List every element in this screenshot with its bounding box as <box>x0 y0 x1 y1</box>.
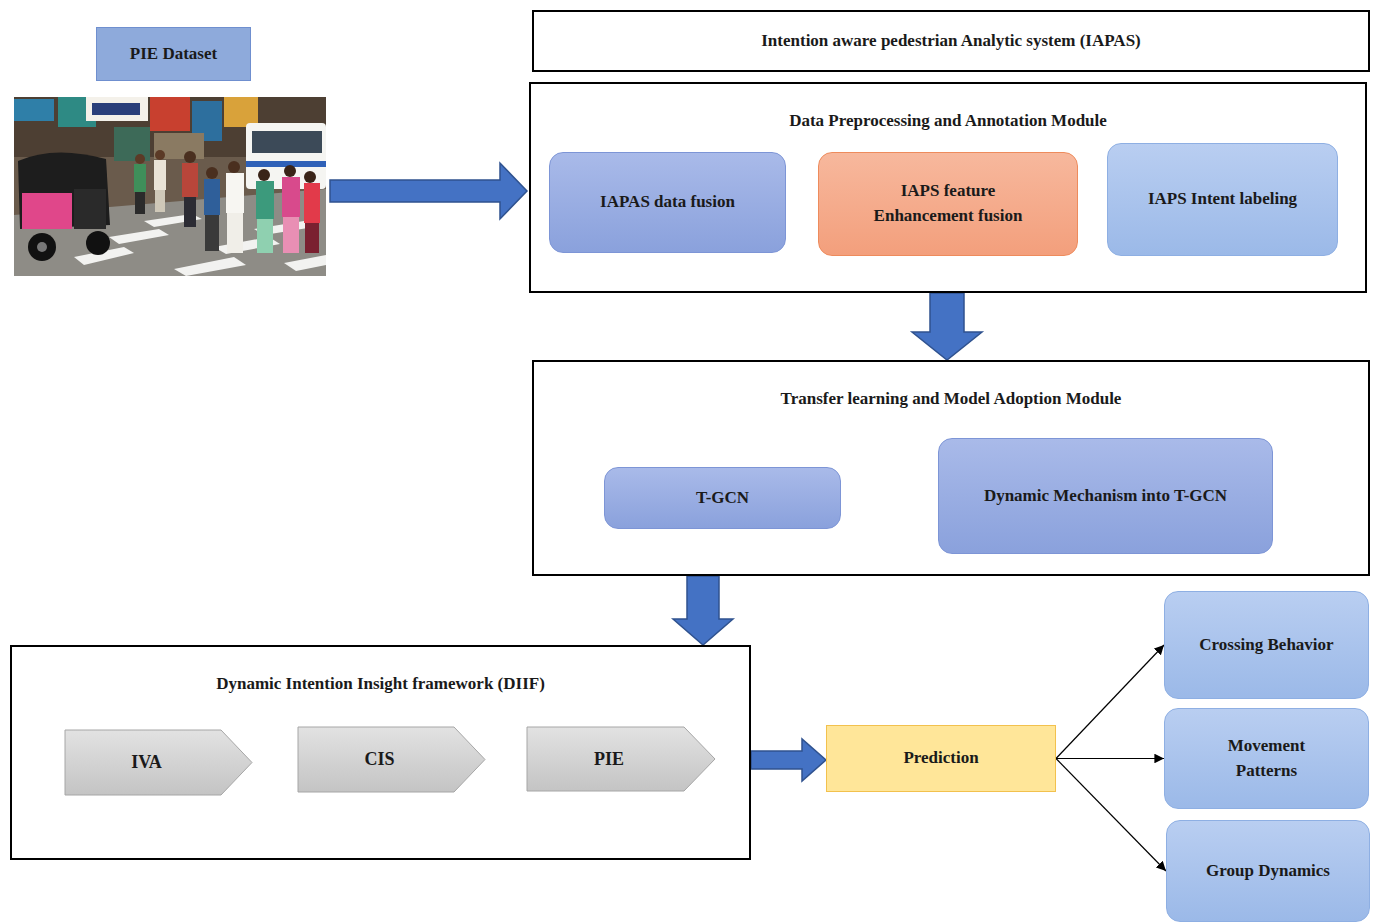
system-title-box: Intention aware pedestrian Analytic syst… <box>532 10 1370 72</box>
box-label: Movement Patterns <box>1207 734 1327 783</box>
output-box: Movement Patterns <box>1164 708 1369 809</box>
box-label: CIS <box>364 746 394 772</box>
output-box: Crossing Behavior <box>1164 591 1369 699</box>
box-label: T-GCN <box>696 486 749 511</box>
module-heading: Transfer learning and Model Adoption Mod… <box>534 362 1368 412</box>
flow-arrow <box>751 739 826 781</box>
dataset-box: PIE Dataset <box>96 27 251 81</box>
chevron-outline <box>298 727 485 792</box>
framework-frame: Dynamic Intention Insight framework (DII… <box>10 645 751 860</box>
box-label: IAPS feature Enhancement fusion <box>862 179 1034 228</box>
box-label: Group Dynamics <box>1206 859 1330 884</box>
stage-chevron: PIE <box>526 726 716 792</box>
box-label: IAPAS data fusion <box>600 190 735 215</box>
street-photo <box>14 97 326 276</box>
box-label: Intention aware pedestrian Analytic syst… <box>761 29 1141 54</box>
output-box: Group Dynamics <box>1166 820 1370 922</box>
flow-arrow <box>673 576 733 645</box>
process-box: Dynamic Mechanism into T-GCN <box>938 438 1273 554</box>
chevron-outline <box>65 730 252 795</box>
process-box: IAPAS data fusion <box>549 152 786 253</box>
stage-chevron: CIS <box>297 726 486 793</box>
flow-arrow <box>330 163 527 219</box>
module-frame: Data Preprocessing and Annotation Module… <box>529 82 1367 293</box>
process-box: IAPS feature Enhancement fusion <box>818 152 1078 256</box>
connector-arrow <box>1056 759 1166 872</box>
connector-arrow <box>1056 645 1164 759</box>
connector-arrow <box>1056 758 1164 759</box>
stage-chevron: IVA <box>64 729 253 796</box>
box-label: PIE <box>594 746 624 772</box>
flow-arrow <box>912 293 982 360</box>
prediction-box: Prediction <box>826 725 1056 792</box>
process-box: IAPS Intent labeling <box>1107 143 1338 256</box>
box-label: Prediction <box>903 746 978 771</box>
chevron-outline <box>527 727 715 791</box>
box-label: Dynamic Mechanism into T-GCN <box>984 484 1227 509</box>
process-box: T-GCN <box>604 467 841 529</box>
box-label: PIE Dataset <box>130 42 217 67</box>
box-label: IAPS Intent labeling <box>1148 187 1297 212</box>
module-heading: Data Preprocessing and Annotation Module <box>531 84 1365 134</box>
module-heading: Dynamic Intention Insight framework (DII… <box>12 647 749 697</box>
box-label: IVA <box>131 749 162 775</box>
module-frame: Transfer learning and Model Adoption Mod… <box>532 360 1370 576</box>
pedestrians <box>134 150 320 253</box>
box-label: Crossing Behavior <box>1199 633 1333 658</box>
